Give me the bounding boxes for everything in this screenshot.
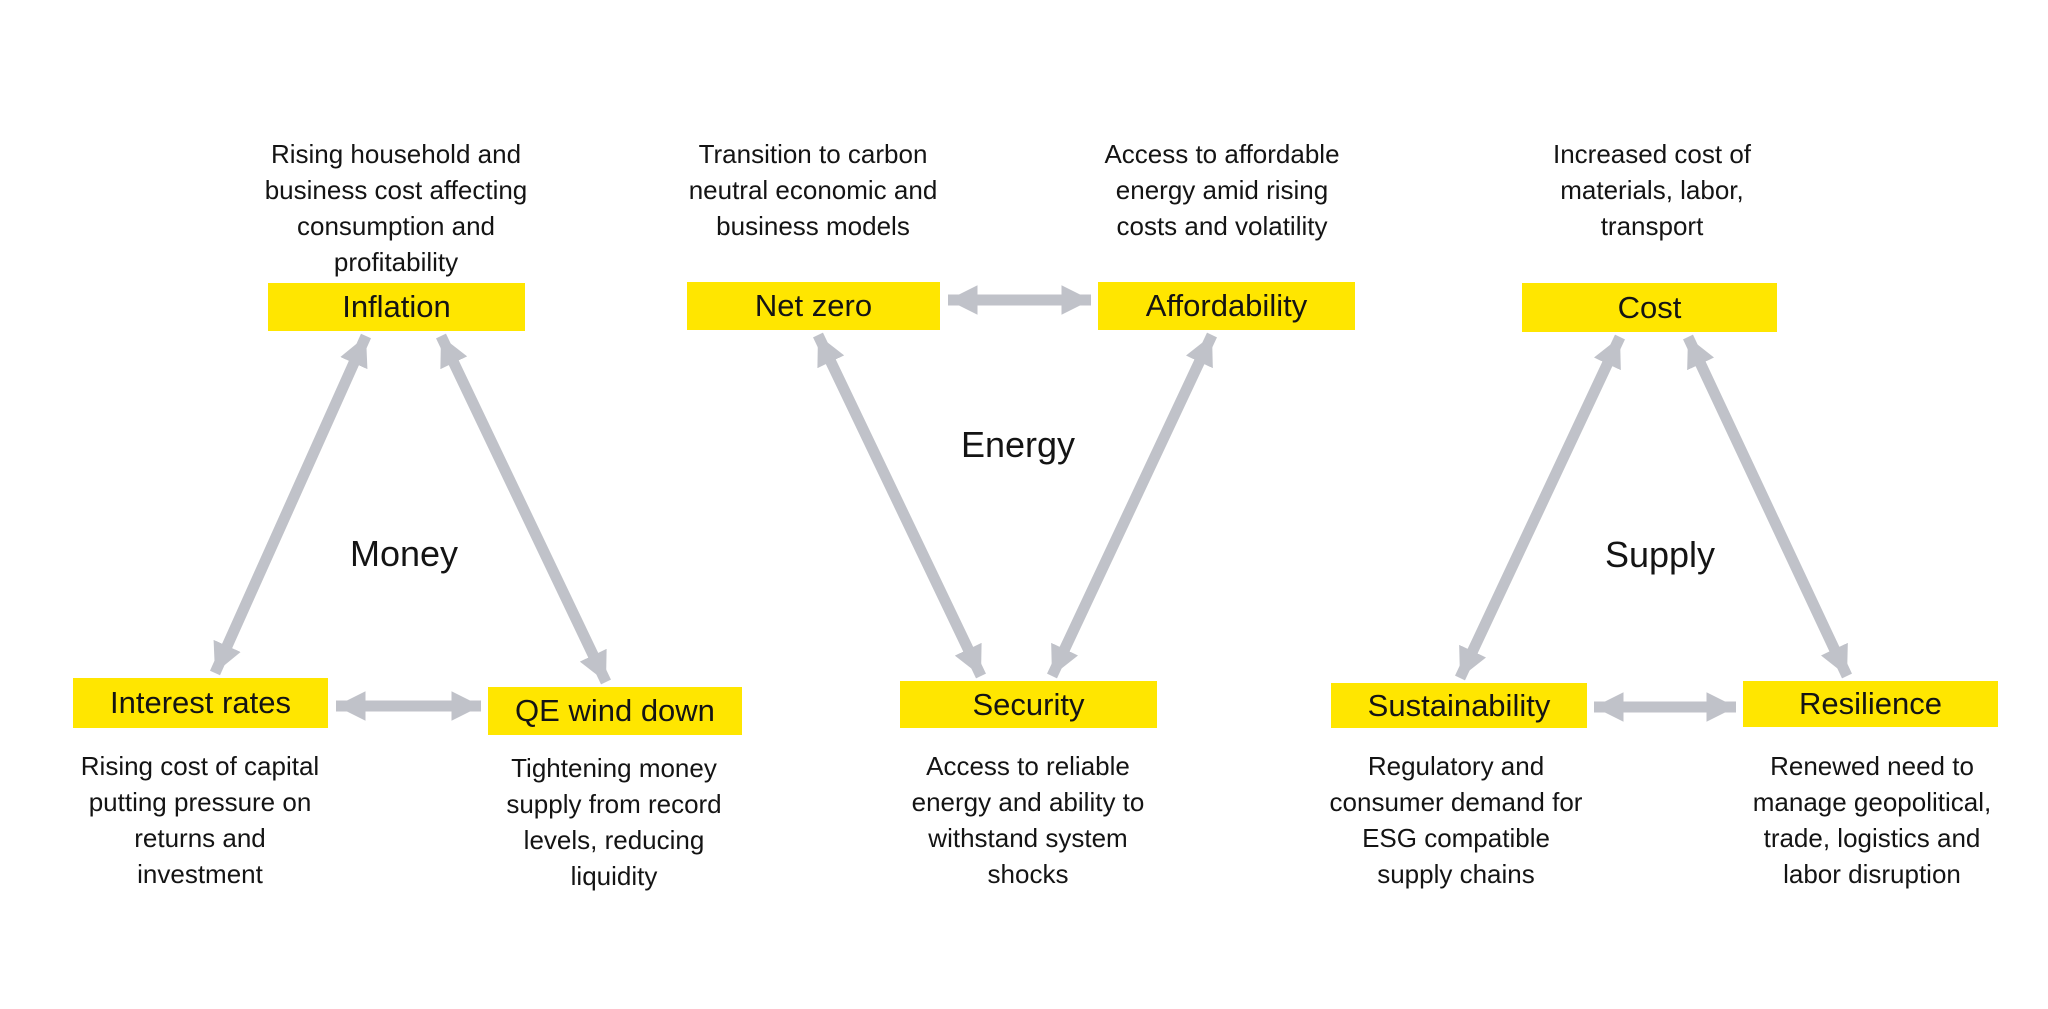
arrow-cost-resilience [1683, 334, 1852, 679]
node-desc-inflation: Rising household and business cost affec… [264, 139, 528, 277]
node-box-security: Security [900, 681, 1157, 728]
node-box-net-zero: Net zero [687, 282, 940, 330]
node-box-affordability: Affordability [1098, 282, 1355, 330]
arrow-cost-sustainability [1455, 334, 1625, 681]
node-box-resilience: Resilience [1743, 681, 1998, 727]
triangle-label-supply: Supply [1604, 534, 1716, 575]
node-desc-net-zero: Transition to carbon neutral economic an… [688, 139, 938, 241]
node-box-cost: Cost [1522, 283, 1777, 332]
node-desc-qe-wind-down: Tightening money supply from record leve… [506, 753, 722, 891]
node-desc-affordability: Access to affordable energy amid rising … [1104, 139, 1340, 241]
node-desc-resilience: Renewed need to manage geopolitical, tra… [1752, 751, 1992, 889]
arrow-inflation-qe-wind-down [436, 333, 611, 685]
node-desc-interest-rates: Rising cost of capital putting pressure … [80, 751, 320, 889]
node-box-qe-wind-down: QE wind down [488, 687, 742, 735]
node-box-inflation: Inflation [268, 283, 525, 331]
node-desc-cost: Increased cost of materials, labor, tran… [1553, 139, 1751, 241]
node-desc-security: Access to reliable energy and ability to… [911, 751, 1145, 889]
arrow-net-zero-security [813, 332, 986, 679]
node-desc-sustainability: Regulatory and consumer demand for ESG c… [1329, 751, 1583, 889]
triangle-label-money: Money [349, 533, 459, 574]
arrow-inflation-interest-rates [209, 333, 372, 676]
node-box-sustainability: Sustainability [1331, 683, 1587, 728]
node-box-interest-rates: Interest rates [73, 678, 328, 728]
arrow-affordability-security [1047, 332, 1217, 679]
triangle-label-energy: Energy [960, 424, 1076, 465]
